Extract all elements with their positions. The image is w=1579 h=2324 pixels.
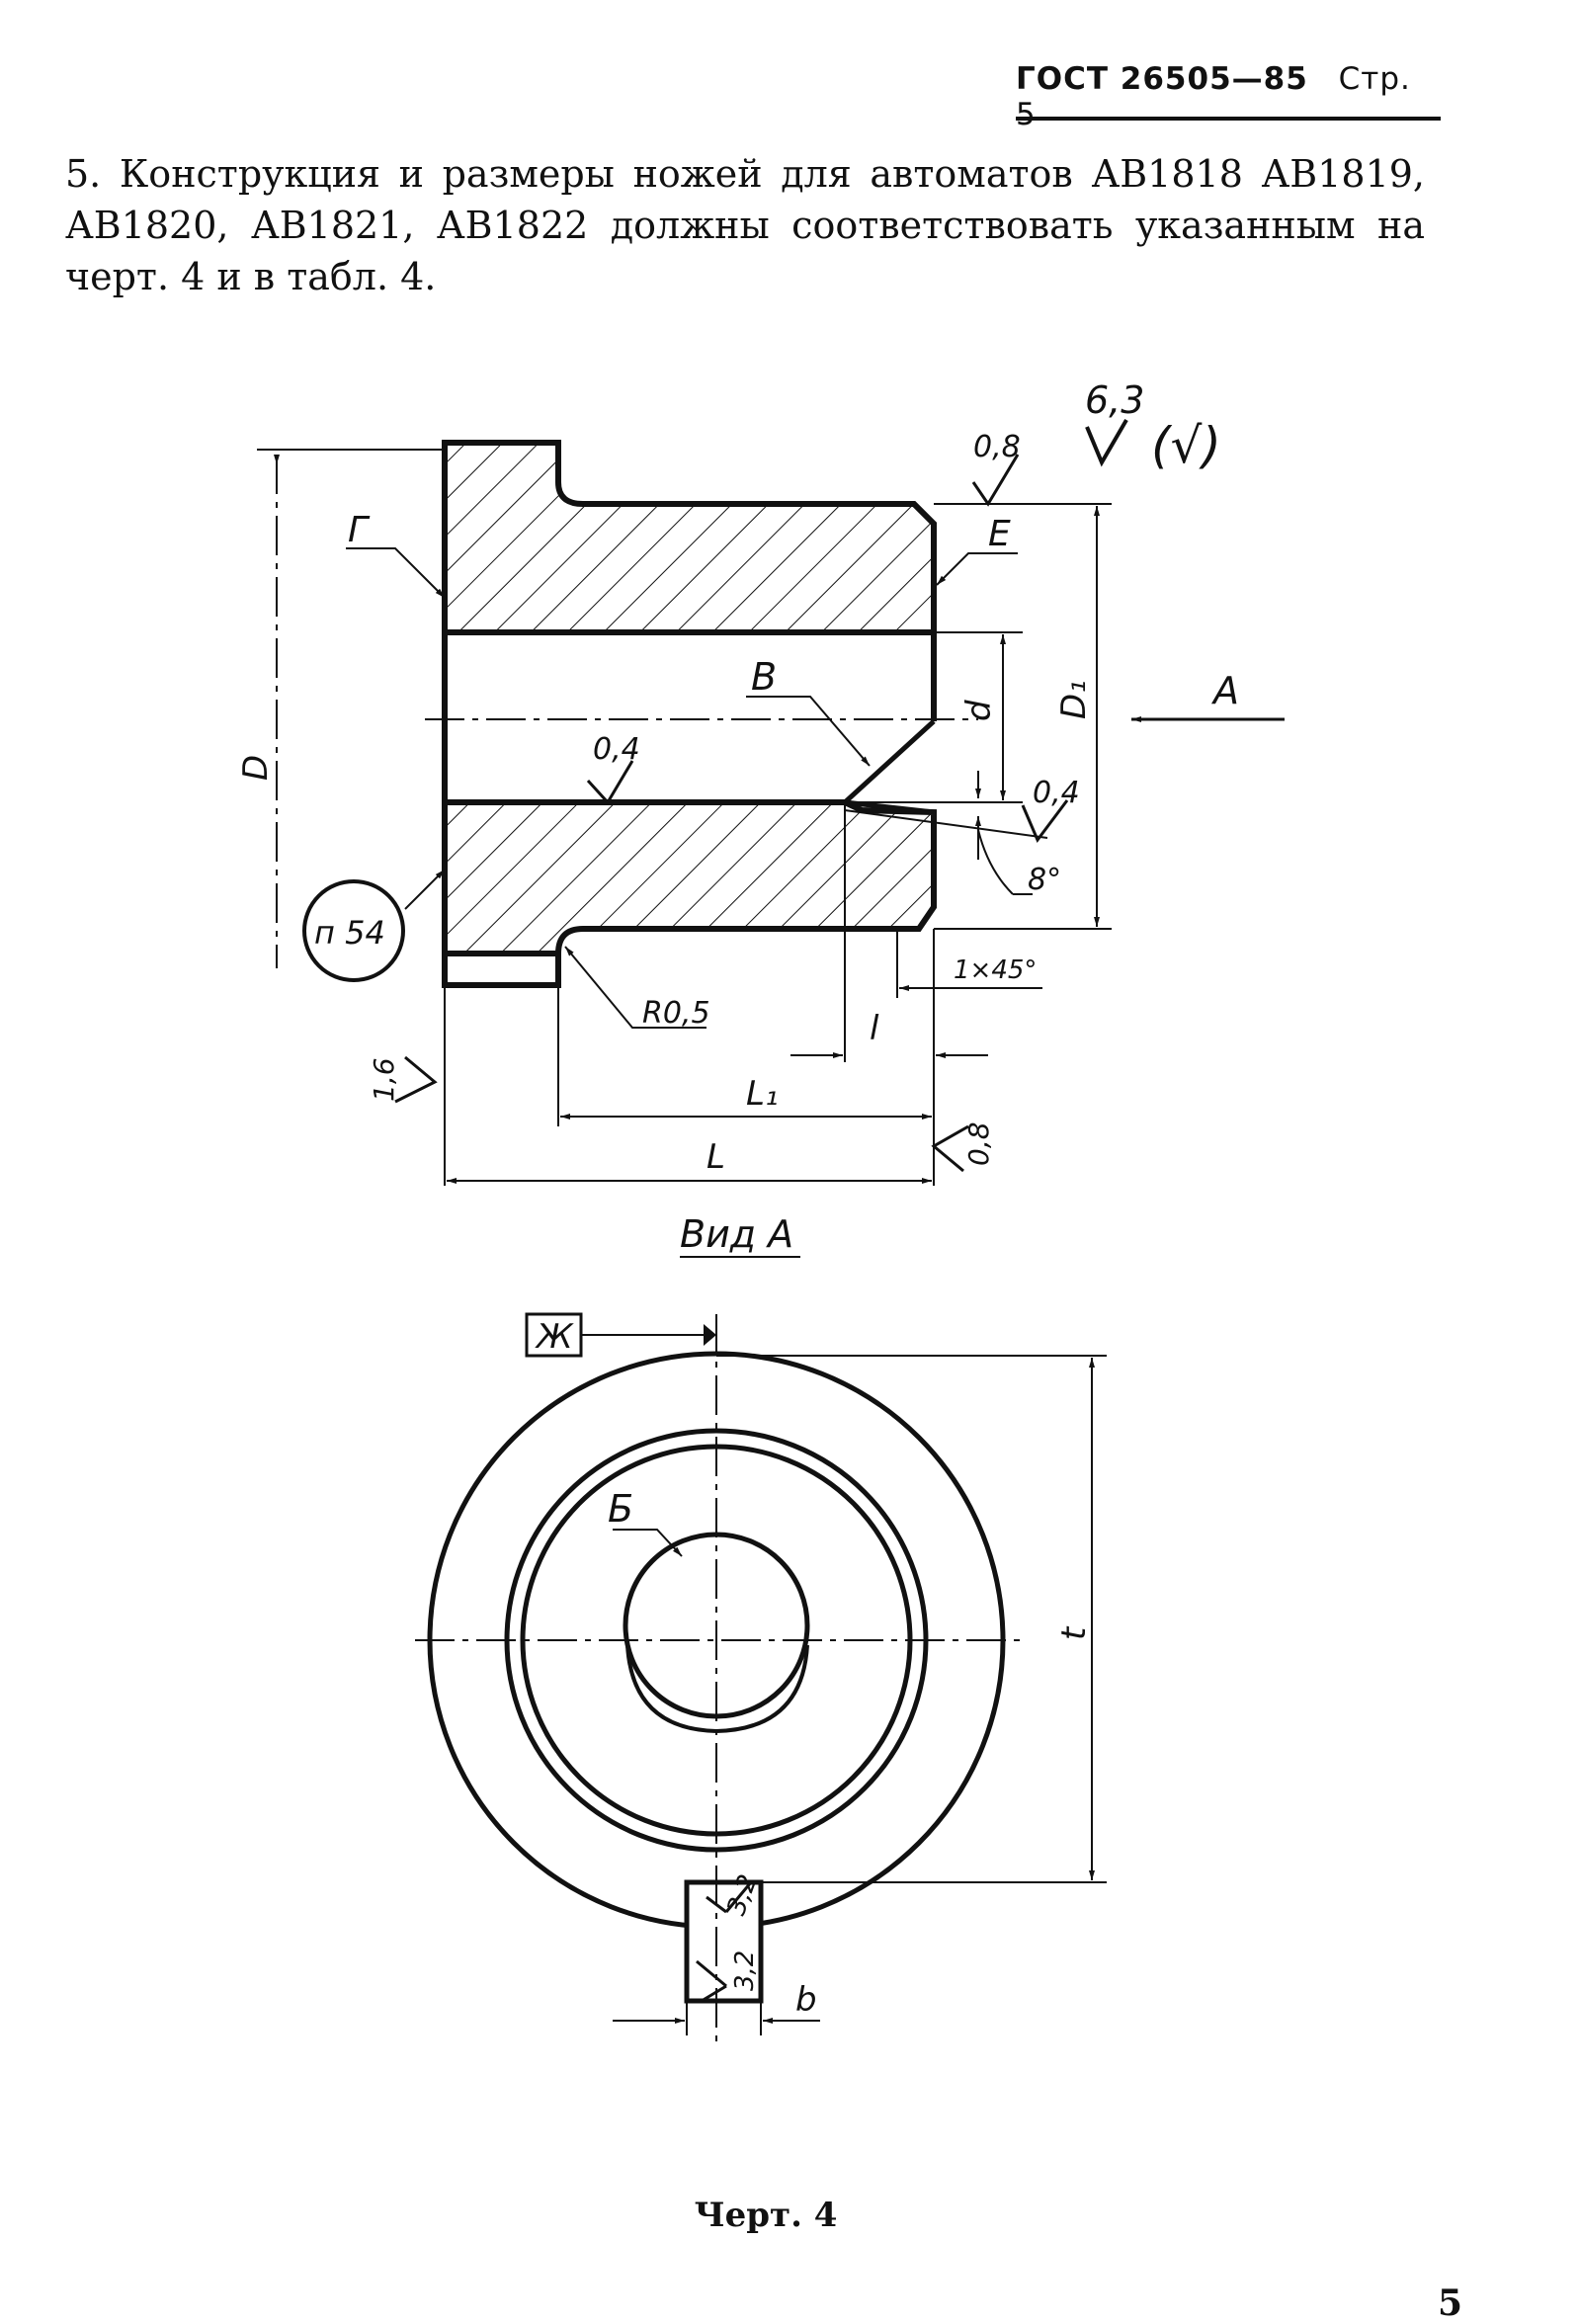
label-l: l — [870, 1009, 879, 1048]
label-chamfer: 1×45° — [954, 955, 1037, 985]
label-roughness-cone: 0,4 — [1033, 776, 1080, 810]
label-b-cyr: Б — [608, 1487, 633, 1531]
section-top-body — [442, 440, 937, 635]
page-header: ГОСТ 26505—85 Стр. 5 — [1016, 61, 1441, 132]
label-angle: 8° — [1028, 863, 1061, 897]
label-roughness-top-right: 0,8 — [973, 430, 1021, 464]
standard-number: ГОСТ 26505—85 — [1016, 61, 1308, 97]
label-roughness-right-face: 0,8 — [962, 1121, 995, 1166]
figure-caption: Черт. 4 — [694, 2196, 838, 2235]
label-big-d: D — [236, 755, 276, 781]
label-roughness-bore: 0,4 — [593, 732, 640, 767]
hardness-mark — [302, 879, 405, 982]
label-b: b — [795, 1980, 817, 2020]
label-hardness: п 54 — [314, 914, 385, 952]
label-roughness-key-right: 3,2 — [730, 1950, 760, 1991]
label-l1: L₁ — [746, 1074, 779, 1114]
view-a — [415, 1312, 1107, 2045]
key-slot — [684, 1879, 764, 2004]
flange-lower — [442, 951, 561, 988]
label-roughness-left-face: 1,6 — [368, 1057, 400, 1102]
page-number: 5 — [1437, 2282, 1462, 2324]
label-d1: D₁ — [1054, 680, 1094, 719]
label-radius: R0,5 — [642, 996, 710, 1031]
page-reference: Стр. 5 — [1016, 61, 1411, 132]
label-roughness-bracket: (√) — [1151, 417, 1221, 474]
label-a-arrow: А — [1210, 669, 1239, 712]
section-bottom-body — [442, 799, 937, 956]
section-view — [257, 418, 1285, 1186]
label-roughness-general: 6,3 — [1085, 378, 1144, 422]
label-g: Г — [348, 510, 371, 550]
intro-paragraph: 5. Конструкция и размеры ножей для автом… — [65, 152, 1425, 298]
label-v: В — [751, 655, 777, 699]
label-view-a: Вид А — [680, 1212, 793, 1256]
label-big-l: L — [706, 1137, 725, 1177]
label-e: Е — [988, 514, 1011, 554]
label-t: t — [1054, 1625, 1094, 1640]
label-zh: Ж — [535, 1317, 574, 1357]
label-d: d — [959, 700, 999, 721]
